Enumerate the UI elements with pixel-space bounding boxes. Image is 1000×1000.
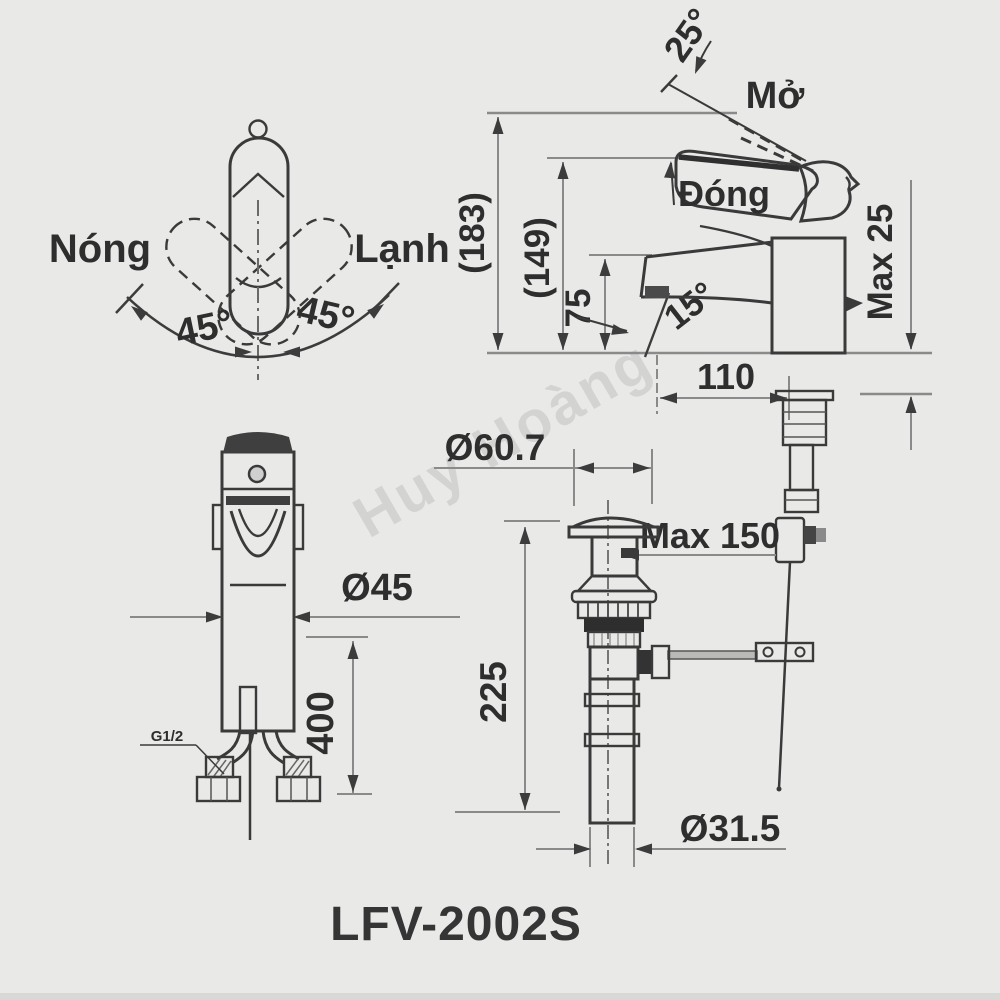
spout-angle-label: 15°: [657, 274, 723, 337]
flange-diameter-label: Ø60.7: [445, 427, 546, 468]
spout-angle-line: [643, 292, 671, 358]
rod-clevis: [774, 516, 806, 564]
handle-knob: [248, 119, 268, 139]
handle-hot-position-dashed: [165, 217, 301, 346]
pipe-diameter-label: Ø31.5: [680, 808, 781, 849]
clevis-screw: [804, 526, 816, 544]
arc-end-tick-right: [371, 282, 400, 312]
aerator: [645, 286, 669, 298]
handle-cold-position-dashed: [217, 217, 353, 346]
spout-reach-label: 110: [697, 356, 755, 397]
lift-rod-knob: [845, 296, 863, 312]
drain-thread: [586, 630, 642, 649]
handle-rotation-top-view: Nóng Lạnh 45° 45°: [49, 119, 450, 380]
drain-bell: [575, 574, 654, 593]
faucet-side-view: (183) (149) 75 15°: [453, 1, 932, 792]
hose-nut-left: [195, 775, 242, 803]
handle-closed-side: [674, 149, 819, 221]
closed-label: Đóng: [678, 173, 770, 214]
front-handle-tab-right: [292, 503, 305, 551]
thread-size-label: G1/2: [151, 728, 184, 745]
handle-pivot-cap: [798, 160, 861, 223]
handle-open-dashed: [660, 74, 814, 173]
rod-clamp: [754, 641, 815, 663]
lift-rod: [777, 561, 792, 789]
front-knob: [247, 464, 267, 484]
clevis-screw-tip: [816, 528, 826, 542]
hose-nut: [783, 488, 820, 514]
hose-length-label: 400: [300, 691, 342, 754]
arc-end-tick-left: [115, 283, 144, 314]
body-diameter-label: Ø45: [341, 567, 413, 609]
overall-height-label: (183): [453, 192, 492, 274]
hose-nut-right: [275, 775, 322, 803]
tee-nut: [650, 644, 671, 680]
tee-branch: [638, 650, 652, 674]
right-angle-label: 45°: [293, 288, 358, 342]
handle-height-label: (149): [518, 217, 557, 299]
front-cap: [223, 432, 293, 453]
supply-hoses: [195, 730, 322, 803]
drain-tailpipe: [588, 677, 636, 825]
tail-length-label: 225: [473, 661, 514, 723]
left-angle-label: 45°: [172, 302, 237, 355]
drain-assembly: [567, 516, 671, 825]
pop-up-drain-view: Ø60.7: [434, 427, 786, 868]
horizontal-rod: [667, 650, 758, 660]
faucet-front-view: Ø45 400 G1/2: [130, 432, 460, 840]
shank-tube: [788, 443, 815, 492]
rod-drop-label: Max 150: [640, 515, 780, 556]
open-label: Mở: [746, 75, 806, 117]
cold-label: Lạnh: [354, 227, 450, 271]
open-angle-label: 25°: [655, 1, 720, 69]
faucet-spout-side: [639, 224, 774, 305]
drain-tee: [588, 645, 640, 681]
mounting-hardware: [667, 389, 835, 792]
page-bottom-edge: [0, 993, 1000, 1000]
pop-rod-bar: [238, 685, 258, 735]
model-title: LFV-2002S: [330, 898, 582, 951]
swing-arc: [126, 294, 390, 359]
hot-label: Nóng: [49, 227, 151, 271]
front-handle-tab-left: [211, 503, 224, 551]
front-body: [220, 450, 296, 733]
faucet-body-side: [770, 236, 847, 355]
deck-thickness-label: Max 25: [861, 204, 900, 321]
drain-gasket: [584, 618, 644, 632]
front-handle-bow: [229, 510, 287, 558]
